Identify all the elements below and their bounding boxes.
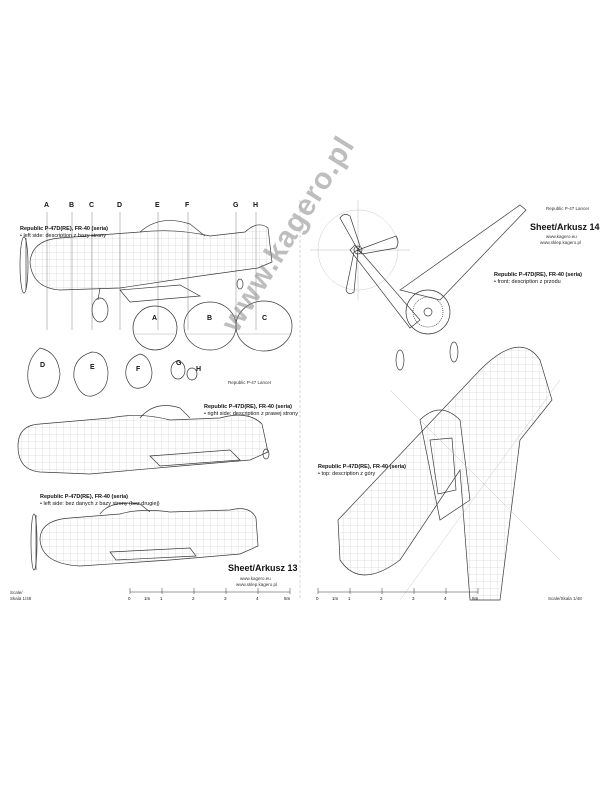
right-scale-tick: 3 [412, 596, 415, 601]
front-view [349, 204, 527, 371]
plan-view [337, 346, 561, 601]
left-scale-tick: 2 [192, 596, 195, 601]
caption-plan-view: Republic P-47D(RE), FR-40 (seria)• top: … [318, 464, 407, 477]
station-letter-e: E [155, 202, 160, 209]
left-scale-label-2: Skala 1/48 [10, 596, 32, 601]
right-web-1: www.kagero.eu [546, 234, 577, 239]
left-scale-tick: 4 [256, 596, 259, 601]
section-letter-a: A [152, 315, 158, 322]
left-web-2: www.sklep.kagero.pl [236, 582, 278, 587]
cross-sections-row1 [132, 300, 293, 352]
right-header-line: Republic P-47 Lancer [546, 206, 590, 211]
left-scale-bar [129, 588, 291, 594]
caption-front-view: Republic P-47D(RE), FR-40 (seria)• front… [494, 272, 583, 285]
cross-sections-row2 [27, 347, 198, 399]
left-web-1: www.kagero.eu [240, 576, 271, 581]
sheet-13-title: Sheet/Arkusz 13 [228, 563, 298, 573]
propeller-view [310, 200, 410, 300]
left-scale-tick: 5m [284, 596, 291, 601]
section-letter-g: G [176, 360, 182, 367]
left-scale-tick: 1 [160, 596, 163, 601]
right-scale-label: Scale/Skala 1/48 [548, 596, 582, 601]
station-letter-a: A [44, 202, 50, 209]
section-letter-e: E [90, 364, 95, 371]
section-letter-f: F [136, 366, 141, 373]
station-letter-d: D [117, 202, 123, 209]
right-scale-tick: 2 [380, 596, 383, 601]
left-scale-tick: 0 [128, 596, 131, 601]
right-scale-tick: 1m [332, 596, 339, 601]
station-letter-f: F [185, 202, 190, 209]
station-letter-h: H [253, 202, 259, 209]
right-scale-tick: 0 [316, 596, 319, 601]
caption-side-view-1: Republic P-47D(RE), FR-40 (seria)• left … [20, 226, 109, 239]
side-view-1 [19, 220, 273, 323]
station-letter-g: G [233, 202, 239, 209]
side-view-3 [30, 502, 259, 571]
sheet-14-title: Sheet/Arkusz 14 [530, 222, 600, 232]
right-web-2: www.sklep.kagero.pl [540, 240, 582, 245]
section-letter-h: H [196, 366, 202, 373]
left-scale-tick: 3 [224, 596, 227, 601]
section-letter-c: C [262, 315, 268, 322]
left-scale-tick: 1m [144, 596, 151, 601]
side-view-2 [17, 405, 270, 475]
right-scale-tick: 1 [348, 596, 351, 601]
left-scale-label-1: Scale/ [10, 590, 23, 595]
right-scale-tick: 4 [444, 596, 447, 601]
section-letter-b: B [207, 315, 213, 322]
caption-side-view-2: Republic P-47D(RE), FR-40 (seria)• right… [204, 404, 298, 417]
caption-side-view-3: Republic P-47D(RE), FR-40 (seria)• left … [40, 494, 160, 507]
right-scale-bar [317, 588, 479, 594]
station-letter-b: B [69, 202, 75, 209]
inset-label: Republic P-47 Lancer [228, 380, 272, 385]
section-letter-d: D [40, 362, 46, 369]
right-scale-tick: 5m [472, 596, 479, 601]
station-letter-c: C [89, 202, 95, 209]
